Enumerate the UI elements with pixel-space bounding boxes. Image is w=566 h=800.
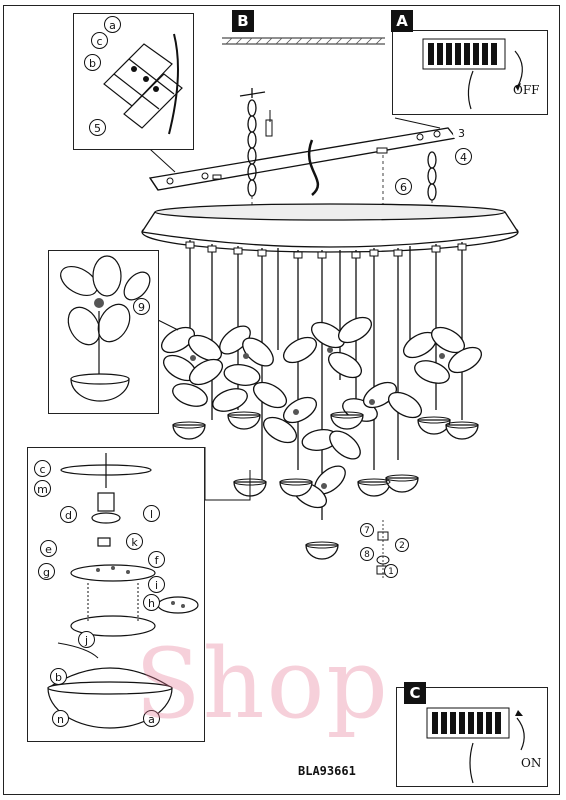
step-e-detail: e — [40, 540, 57, 557]
step-1-marker: 1 — [384, 564, 398, 578]
shop-watermark: Shop — [135, 628, 390, 740]
step-6-marker: 6 — [395, 178, 412, 195]
step-3-marker: 3 — [453, 125, 470, 142]
step-k-detail: k — [126, 533, 143, 550]
step-f-detail: f — [148, 551, 165, 568]
panel-flower-detail: 9 — [48, 250, 159, 414]
step-9-marker: 9 — [133, 298, 150, 315]
step-c-marker: c — [91, 32, 108, 49]
step-5-marker: 5 — [89, 119, 106, 136]
step-j-detail: j — [78, 631, 95, 648]
step-c-detail: c — [34, 460, 51, 477]
step-g-detail: g — [38, 563, 55, 580]
panel-c-tag: C — [404, 682, 426, 704]
panel-b-tag: B — [232, 10, 254, 32]
step-b-detail: b — [50, 668, 67, 685]
switch-on-label: ON — [521, 756, 541, 770]
step-n-detail: n — [52, 710, 69, 727]
step-a-marker: a — [104, 16, 121, 33]
step-m-detail: m — [34, 480, 51, 497]
step-l-detail: l — [143, 505, 160, 522]
panel-a-switch-off: OFF — [392, 30, 548, 115]
step-4-marker: 4 — [455, 148, 472, 165]
step-b-marker: b — [84, 54, 101, 71]
step-i-detail: i — [148, 576, 165, 593]
step-d-detail: d — [60, 506, 77, 523]
step-7-marker: 7 — [360, 523, 374, 537]
switch-off-label: OFF — [513, 83, 540, 97]
step-h-detail: h — [143, 594, 160, 611]
panel-bracket-detail: a c b 5 — [73, 13, 194, 150]
model-number: BLA93661 — [298, 764, 356, 778]
step-2-marker: 2 — [395, 538, 409, 552]
panel-a-tag: A — [391, 10, 413, 32]
step-8-marker: 8 — [360, 547, 374, 561]
